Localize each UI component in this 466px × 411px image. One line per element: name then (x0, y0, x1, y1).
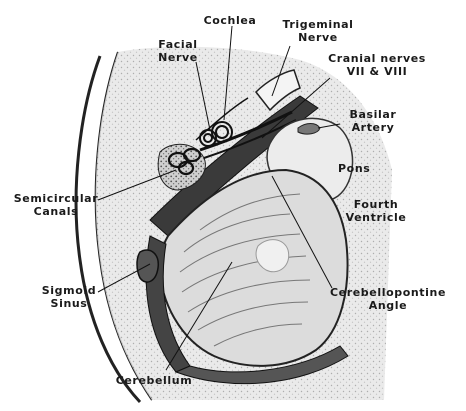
leader-lines (97, 25, 341, 371)
label-facial-nerve-line1: Facial (158, 38, 198, 51)
label-fourth-ventricle-line2: Ventricle (345, 211, 407, 224)
label-sigmoid-sinus: Sigmoid Sinus (34, 284, 104, 310)
label-cerebellopontine-angle-line2: Angle (368, 299, 408, 312)
label-pons-text: Pons (338, 162, 371, 175)
label-semicircular-canals-line1: Semicircular (13, 192, 99, 205)
label-cerebellum-text: Cerebellum (115, 374, 193, 387)
label-trigeminal-nerve: Trigeminal Nerve (278, 18, 358, 44)
label-cranial-nerves: Cranial nerves VII & VIII (318, 52, 436, 78)
label-pons: Pons (338, 162, 388, 175)
trigeminal-nerve-structure (255, 69, 301, 112)
label-semicircular-canals: Semicircular Canals (6, 192, 106, 218)
label-trigeminal-nerve-line2: Nerve (298, 31, 338, 44)
label-cochlea: Cochlea (200, 14, 260, 27)
label-basilar-artery-line2: Artery (351, 121, 395, 134)
label-fourth-ventricle-line1: Fourth (353, 198, 399, 211)
label-cerebellopontine-angle-line1: Cerebellopontine (329, 286, 447, 299)
label-cranial-nerves-line1: Cranial nerves (328, 52, 426, 65)
label-fourth-ventricle: Fourth Ventricle (334, 198, 418, 224)
label-cranial-nerves-line2: VII & VIII (346, 65, 408, 78)
label-facial-nerve: Facial Nerve (150, 38, 206, 64)
label-cerebellum: Cerebellum (104, 374, 204, 387)
semicircular-canals-loops (167, 147, 202, 176)
label-facial-nerve-line2: Nerve (158, 51, 198, 64)
label-sigmoid-sinus-line1: Sigmoid (41, 284, 97, 297)
label-semicircular-canals-line2: Canals (33, 205, 79, 218)
label-cerebellopontine-angle: Cerebellopontine Angle (318, 286, 458, 312)
label-basilar-artery-line1: Basilar (349, 108, 397, 121)
label-cochlea-text: Cochlea (203, 14, 257, 27)
label-trigeminal-nerve-line1: Trigeminal (282, 18, 354, 31)
label-sigmoid-sinus-line2: Sinus (50, 297, 88, 310)
label-basilar-artery: Basilar Artery (338, 108, 408, 134)
sigmoid-sinus-structure (136, 249, 159, 283)
